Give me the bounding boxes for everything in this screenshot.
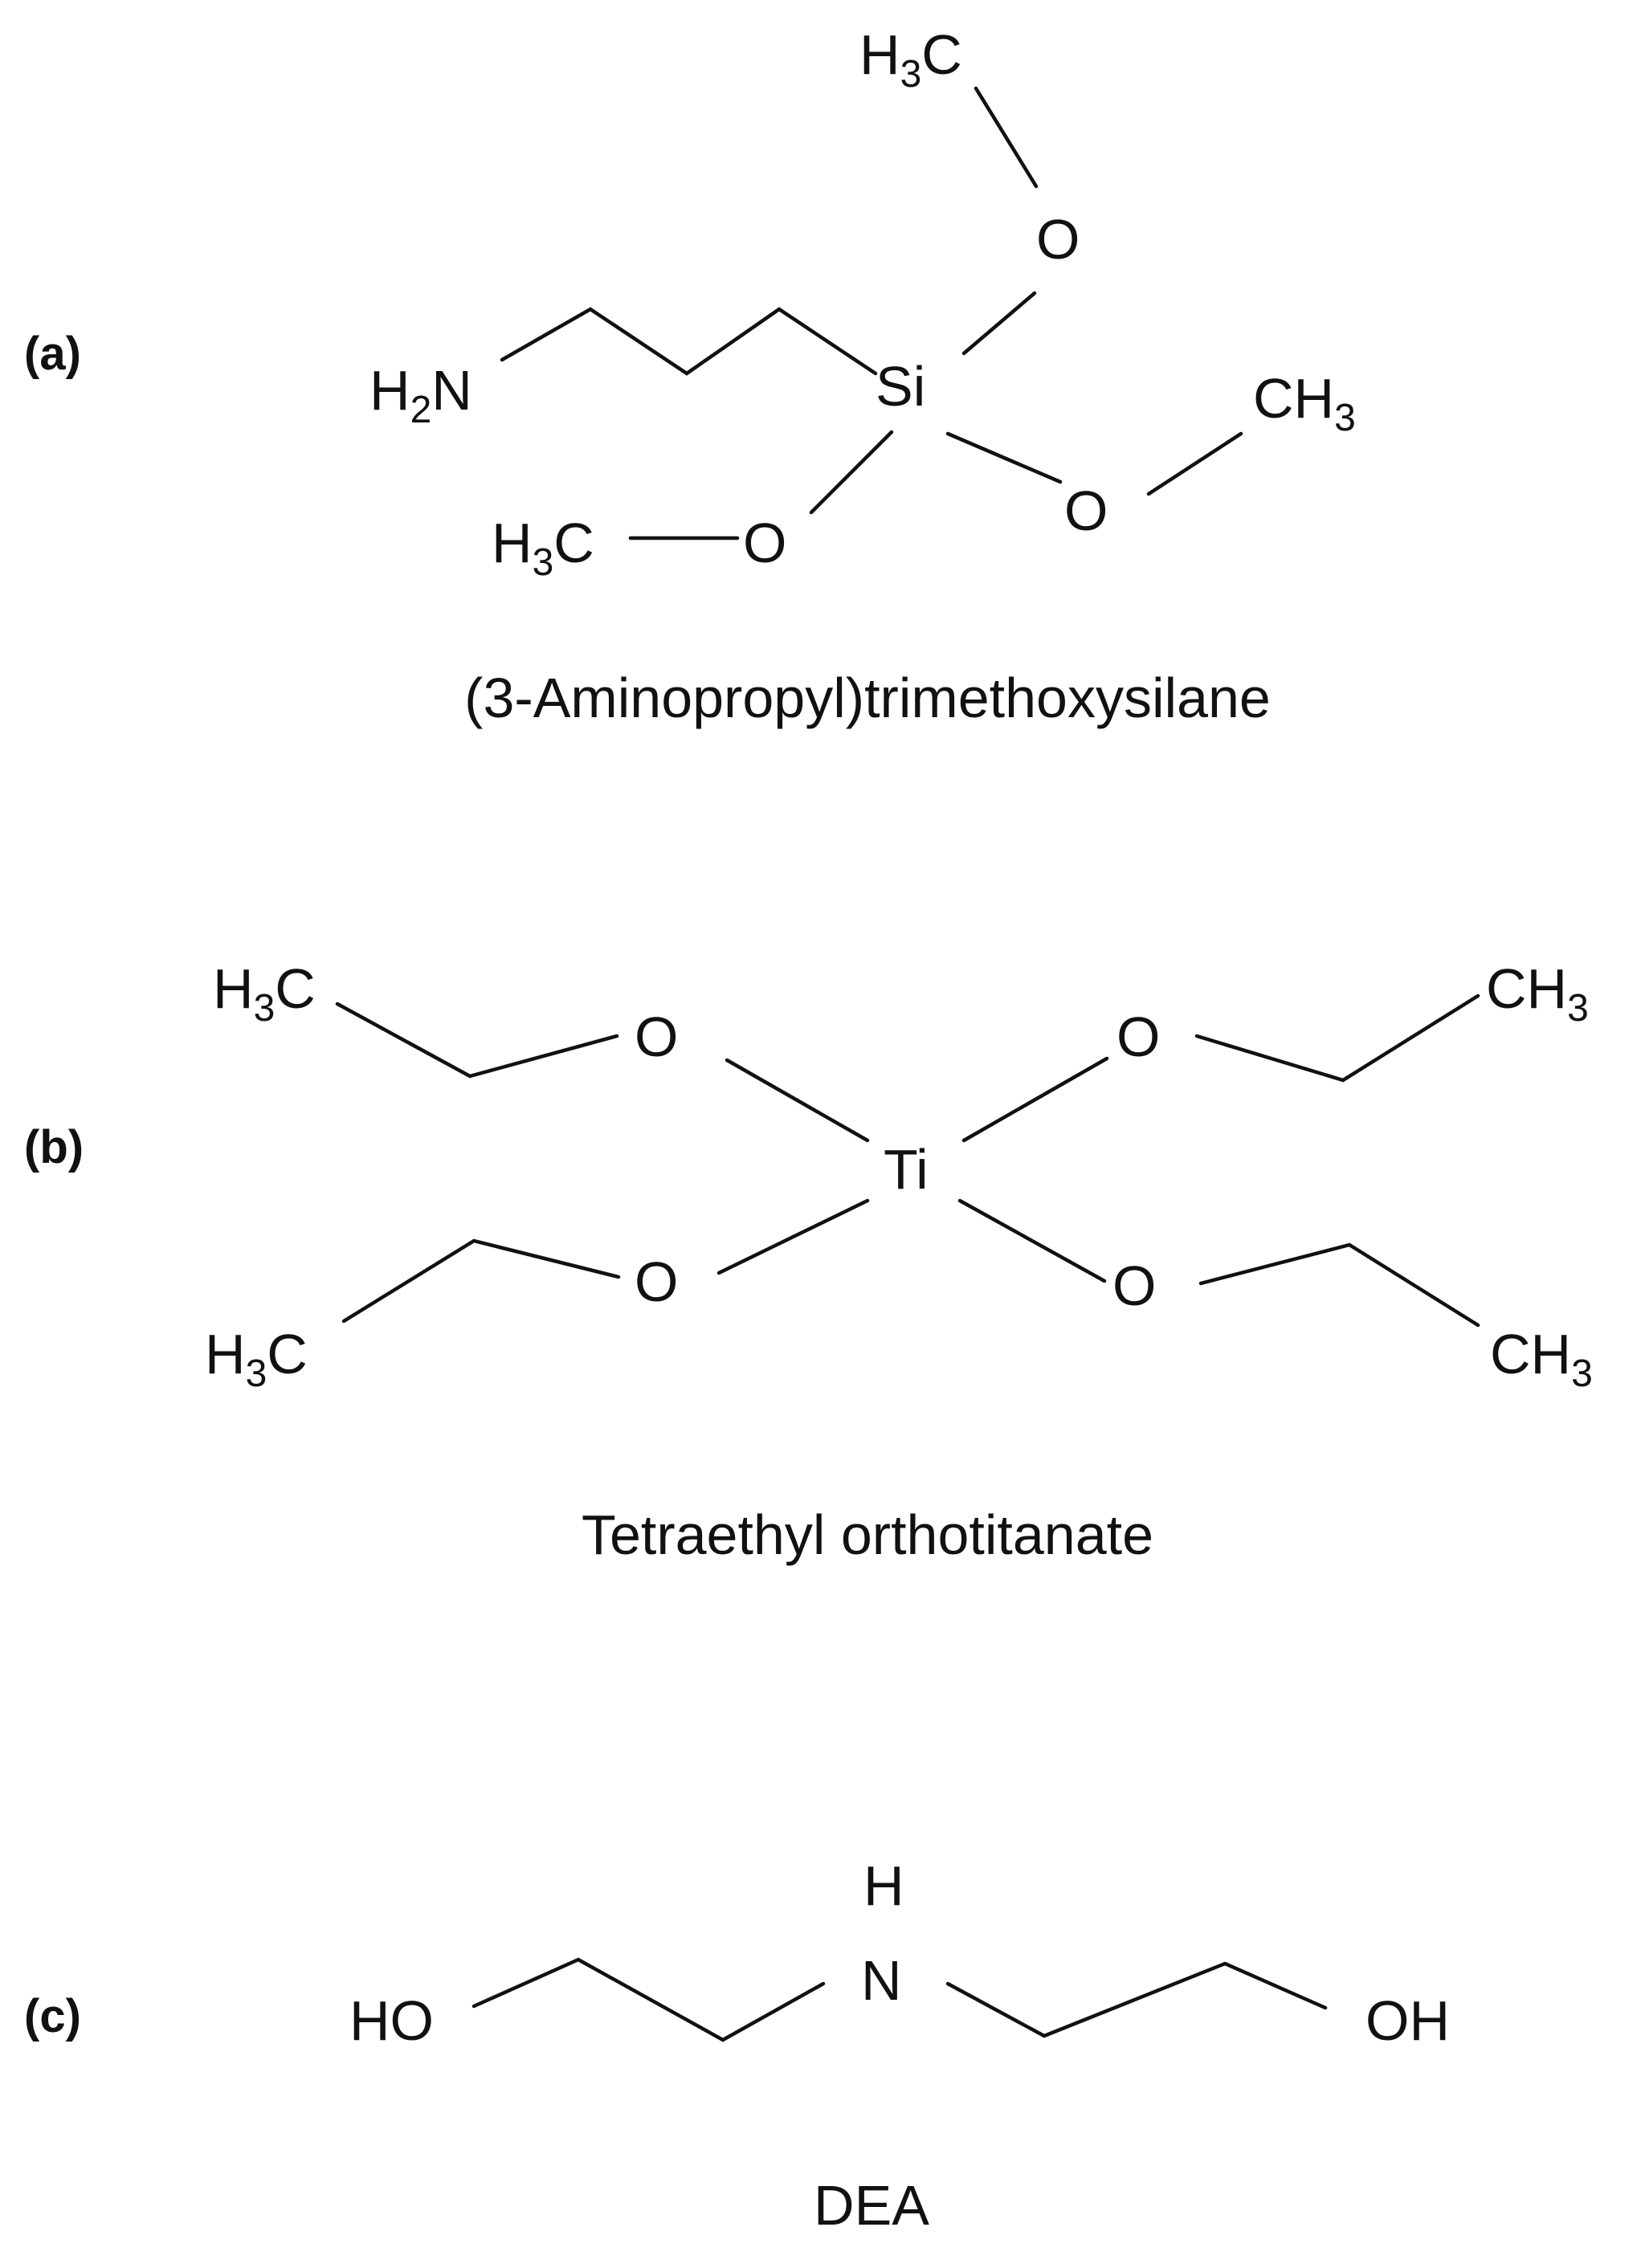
- bond-ethyl-bottom-left: [341, 1238, 621, 1324]
- atom-o-bottom-right: O: [1112, 1254, 1156, 1317]
- panel-a: (a) H3C O H2N Si CH3 O H3C: [24, 23, 1356, 729]
- atom-ch3-bottom-left: H3C: [205, 1323, 308, 1395]
- caption-b: Tetraethyl orthotitanate: [582, 1503, 1153, 1566]
- atom-o-top-left: O: [635, 1006, 678, 1068]
- atom-n: N: [861, 1949, 902, 2012]
- bond-si-o-right: [945, 431, 1063, 484]
- bond-o-top-si: [961, 291, 1037, 356]
- panel-b: (b) H3C O O CH3 Ti O O H3C: [24, 957, 1593, 1566]
- bond-o-tl-ti: [725, 1058, 870, 1143]
- atom-h2n: H2N: [369, 359, 472, 431]
- bond-ti-o-br: [957, 1198, 1107, 1283]
- atom-ho: HO: [349, 1989, 434, 2052]
- atom-ch3-top-left: H3C: [213, 957, 316, 1030]
- atom-o-top-right: O: [1116, 1006, 1160, 1068]
- atom-o-top: O: [1036, 208, 1080, 271]
- atom-ch3-left: H3C: [492, 512, 594, 584]
- bond-o-right-ch3: [1146, 431, 1243, 496]
- atom-oh: OH: [1365, 1989, 1450, 2052]
- bond-propyl-chain: [500, 307, 878, 376]
- atom-h: H: [863, 1854, 904, 1917]
- atom-o-bottom-left: O: [635, 1250, 678, 1313]
- atom-o-left: O: [743, 512, 786, 574]
- bond-ethyl-top-right: [1194, 993, 1480, 1083]
- panel-label-c: (c): [24, 1990, 81, 2042]
- atom-ti: Ti: [884, 1138, 929, 1201]
- molecule-tetraethyl-orthotitanate: H3C O O CH3 Ti O O H3C CH3: [205, 957, 1593, 1395]
- bond-ethyl-bottom-right: [1198, 1242, 1480, 1328]
- atom-o-right: O: [1064, 479, 1108, 542]
- caption-a: (3-Aminopropyl)trimethoxysilane: [464, 667, 1271, 729]
- bond-ethyl-top-left: [335, 1001, 619, 1079]
- molecule-dea: H N HO OH: [349, 1854, 1450, 2052]
- panel-label-a: (a): [24, 328, 81, 380]
- atom-ch3-right: CH3: [1253, 367, 1356, 439]
- panel-c: (c) H N HO OH DEA: [24, 1854, 1450, 2237]
- bond-left-chain: [471, 1957, 826, 2042]
- atom-si: Si: [876, 355, 925, 418]
- bond-si-o-left: [809, 430, 894, 515]
- bond-right-chain: [945, 1961, 1328, 2038]
- molecule-aminopropyl-trimethoxysilane: H3C O H2N Si CH3 O H3C O: [369, 23, 1356, 584]
- bond-ti-o-bl: [716, 1198, 870, 1275]
- atom-ch3-top: H3C: [859, 23, 962, 96]
- atom-ch3-bottom-right: CH3: [1490, 1323, 1593, 1395]
- bond-ch3-o-top: [974, 86, 1039, 189]
- bond-ti-o-tr: [961, 1056, 1109, 1143]
- panel-label-b: (b): [24, 1121, 84, 1173]
- caption-c: DEA: [814, 2174, 929, 2237]
- atom-ch3-top-right: CH3: [1486, 957, 1589, 1030]
